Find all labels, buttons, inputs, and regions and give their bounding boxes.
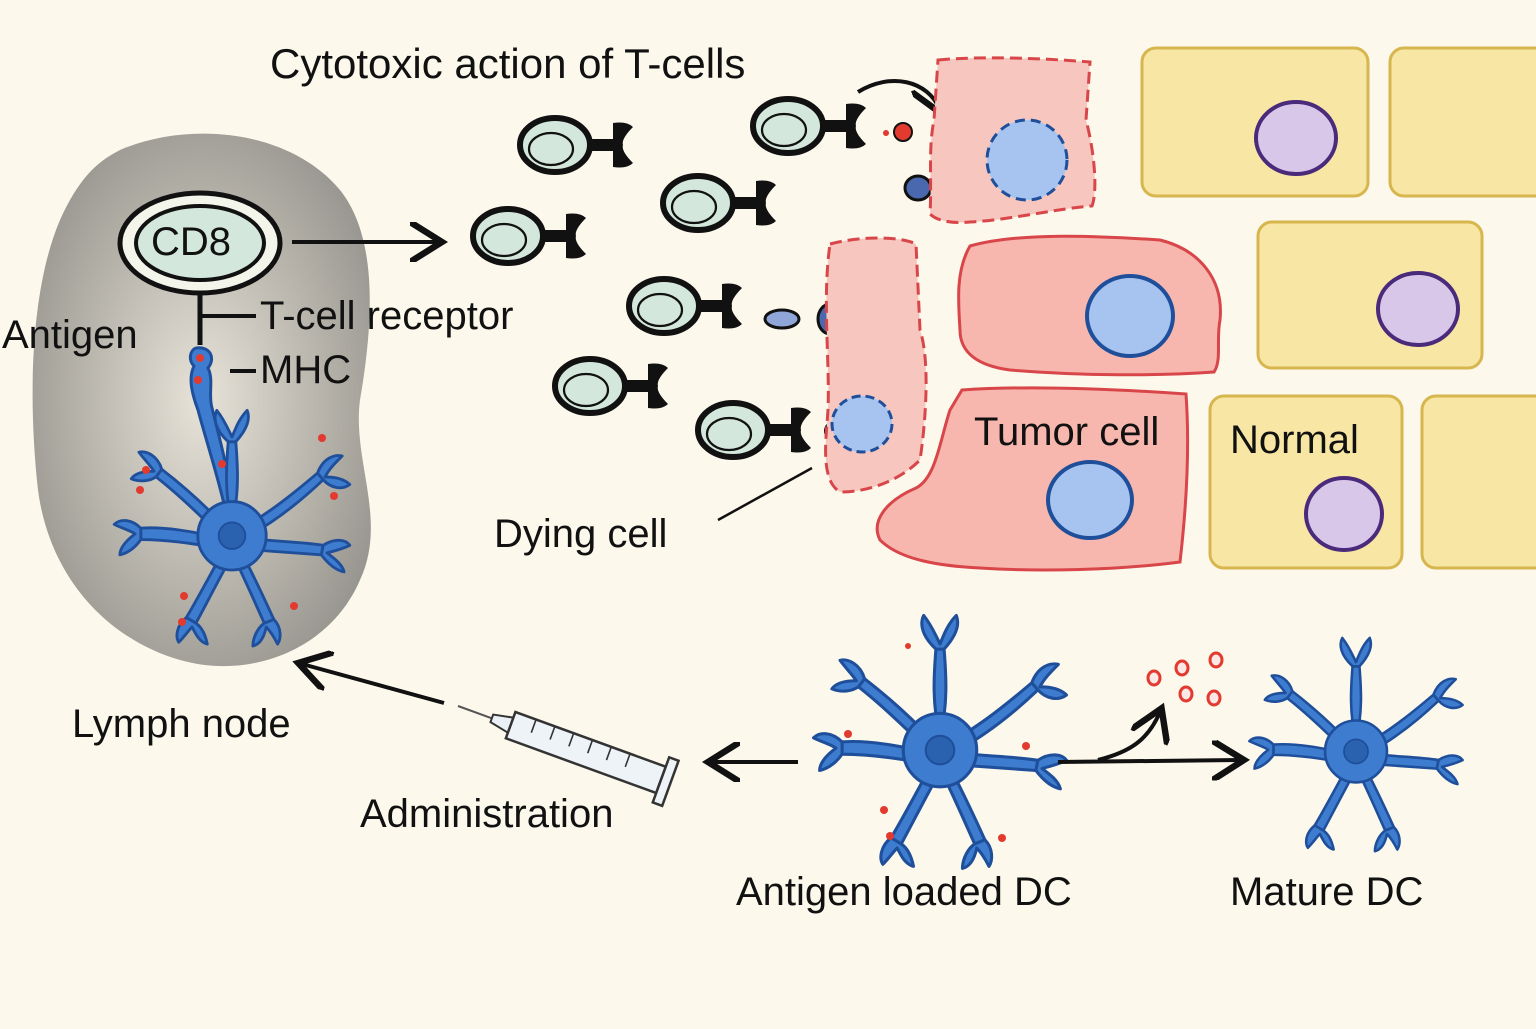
dying-cell-pointer (717, 466, 813, 522)
dying-cell-top (928, 56, 1097, 224)
tumor-cell-upper (957, 234, 1222, 377)
antigen-loaded-dc-label: Antigen loaded DC (736, 870, 1072, 914)
t-cell (629, 279, 742, 333)
mature-dc-label: Mature DC (1230, 870, 1424, 914)
to-lymph-arrow (302, 664, 445, 705)
released-antigens (1146, 651, 1224, 707)
lymph-node-label: Lymph node (72, 702, 291, 746)
cytotoxic-arrow (856, 81, 940, 110)
syringe-icon (457, 705, 681, 808)
normal-label: Normal (1230, 418, 1359, 462)
t-cell (698, 403, 811, 457)
tumor-cell-label: Tumor cell (974, 410, 1160, 454)
normal-nuclei (1254, 100, 1460, 552)
tcell-receptor-label: T-cell receptor (260, 294, 514, 338)
lymph-dendritic-cell (112, 346, 352, 648)
t-cell (555, 359, 668, 413)
dying-cell-label: Dying cell (494, 512, 668, 556)
mhc-label: MHC (260, 348, 352, 392)
administration-label: Administration (360, 792, 614, 836)
antigen-loaded-dc (811, 613, 1069, 870)
diagram-title: Cytotoxic action of T-cells (270, 40, 746, 87)
release-arrow (1097, 712, 1160, 762)
cd8-label: CD8 (151, 220, 232, 264)
t-cell (520, 118, 633, 172)
t-cell (473, 209, 586, 263)
mature-dc (1248, 636, 1464, 853)
antigen-label: Antigen (2, 313, 138, 357)
maturation-arrow (1057, 760, 1240, 762)
t-cell (663, 176, 776, 230)
t-cell (753, 99, 866, 153)
tumor-cell-lower (875, 386, 1190, 572)
dying-cell-middle (824, 236, 928, 494)
